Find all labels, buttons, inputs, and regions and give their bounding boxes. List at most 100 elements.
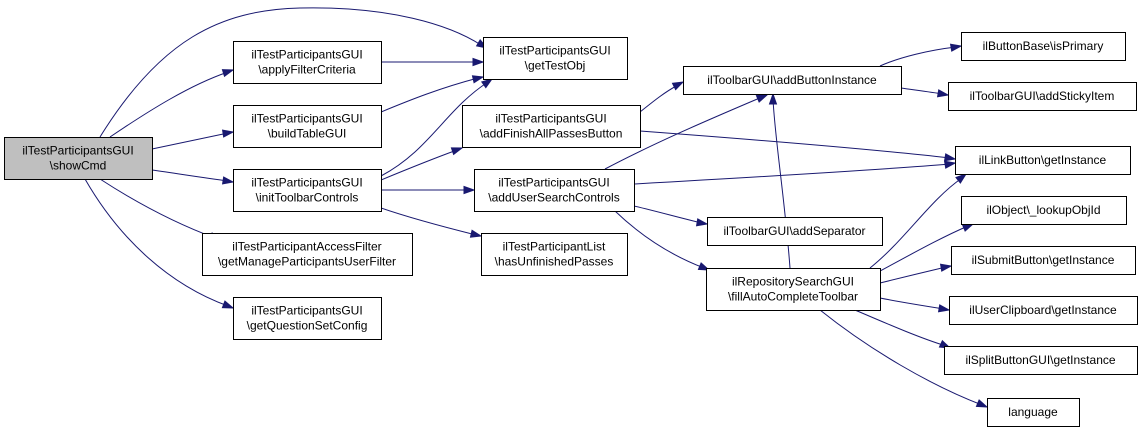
arrowhead [936,89,950,98]
node-label: ilLinkButton\getInstance [979,153,1107,167]
node-fillAutoCompleteToolbar[interactable]: ilRepositorySearchGUI\fillAutoCompleteTo… [706,268,881,311]
edge-addFinishAllPassesButton-to-addButtonInstance [639,81,685,113]
node-box [987,398,1080,427]
edge-line [99,178,216,239]
arrowhead [768,92,778,105]
node-label: ilTestParticipantsGUI [251,112,362,126]
node-buildTableGUI[interactable]: ilTestParticipantsGUI\buildTableGUI [233,105,382,148]
arrowhead [939,263,953,272]
edge-line [84,178,229,307]
edge-line [604,96,763,170]
node-showCmd[interactable]: ilTestParticipantsGUI\showCmd [4,137,153,180]
arrowhead [975,399,989,408]
node-box [683,66,902,95]
edge-line [900,87,944,95]
edge-line [879,297,945,310]
arrowhead [949,43,963,52]
node-getTestObj[interactable]: ilTestParticipantsGUI\getTestObj [483,37,628,80]
node-label: ilSplitButtonGUI\getInstance [965,353,1115,367]
arrowhead [469,229,483,238]
edge-addButtonInstance-to-isPrimary [879,43,963,67]
node-box [233,297,382,340]
node-label: \showCmd [50,159,107,173]
arrowhead [471,75,485,84]
node-label: \buildTableGUI [268,127,347,141]
node-label: \getQuestionSetConfig [247,319,368,333]
node-linkButtonGetInstance[interactable]: ilLinkButton\getInstance [955,146,1131,175]
node-addFinishAllPassesButton[interactable]: ilTestParticipantsGUI\addFinishAllPasses… [462,105,641,148]
edge-line [99,7,482,138]
edge-showCmd-to-buildTableGUI [151,129,235,150]
node-hasUnfinishedPasses[interactable]: ilTestParticipantList\hasUnfinishedPasse… [481,233,628,276]
node-label: ilTestParticipantAccessFilter [232,240,381,254]
node-addButtonInstance[interactable]: ilToolbarGUI\addButtonInstance [683,66,902,95]
node-label: ilTestParticipantsGUI [251,304,362,318]
node-splitButtonGetInstance[interactable]: ilSplitButtonGUI\getInstance [944,346,1138,375]
node-label: ilToolbarGUI\addStickyItem [970,89,1115,103]
node-label: ilRepositorySearchGUI [732,275,854,289]
node-label: ilTestParticipantsGUI [251,48,362,62]
node-label: ilToolbarGUI\addSeparator [723,224,865,238]
edge-line [380,149,458,181]
node-userClipboardGetInstance[interactable]: ilUserClipboard\getInstance [949,296,1138,325]
arrowhead [221,129,235,138]
node-submitButtonGetInstance[interactable]: ilSubmitButton\getInstance [951,246,1136,275]
node-getManageParticipantsUserFilter[interactable]: ilTestParticipantAccessFilter\getManageP… [202,233,413,276]
node-label: \applyFilterCriteria [258,63,356,77]
arrowhead [943,160,957,169]
node-label: ilTestParticipantsGUI [22,144,133,158]
edge-line [380,81,489,177]
edge-line [109,71,229,138]
edge-line [819,309,983,406]
node-label: \initToolbarControls [256,191,359,205]
node-box [233,169,382,212]
node-applyFilterCriteria[interactable]: ilTestParticipantsGUI\applyFilterCriteri… [233,41,382,84]
node-box [233,41,382,84]
edge-line [879,46,957,67]
node-label: language [1008,405,1058,419]
node-box [202,233,413,276]
edge-line [380,207,477,236]
node-lookupObjId[interactable]: ilObject\_lookupObjId [961,196,1127,225]
edge-addUserSearchControls-to-addSeparator [633,205,709,227]
node-label: ilTestParticipantsGUI [498,176,609,190]
edges-layer [84,7,989,408]
node-addStickyItem[interactable]: ilToolbarGUI\addStickyItem [948,82,1137,111]
edge-showCmd-to-getQuestionSetConfig [84,178,235,309]
edge-line [151,169,229,182]
edge-line [639,84,679,113]
node-box [481,233,628,276]
node-box [949,296,1138,325]
node-addUserSearchControls[interactable]: ilTestParticipantsGUI\addUserSearchContr… [474,169,635,212]
edge-line [879,266,947,284]
node-label: ilTestParticipantsGUI [495,112,606,126]
node-language[interactable]: language [987,398,1080,427]
edge-line [869,177,963,269]
node-label: ilTestParticipantsGUI [251,176,362,190]
node-isPrimary[interactable]: ilButtonBase\isPrimary [961,32,1126,61]
node-label: ilTestParticipantList [503,240,606,254]
edge-initToolbarControls-to-getTestObj [380,78,494,177]
node-label: \getTestObj [525,59,586,73]
edge-line [614,210,705,269]
node-box [955,146,1131,175]
node-box [944,346,1138,375]
edge-applyFilterCriteria-to-getTestObj [381,57,485,67]
arrowhead [695,218,709,227]
edge-line [151,132,229,150]
arrowhead [221,69,235,78]
arrowhead [463,185,476,195]
node-addSeparator[interactable]: ilToolbarGUI\addSeparator [707,217,883,246]
edge-initToolbarControls-to-addUserSearchControls [381,185,476,195]
arrowhead [221,300,235,309]
edge-line [854,309,947,347]
node-initToolbarControls[interactable]: ilTestParticipantsGUI\initToolbarControl… [233,169,382,212]
arrowhead [943,153,957,162]
node-box [948,82,1137,111]
node-getQuestionSetConfig[interactable]: ilTestParticipantsGUI\getQuestionSetConf… [233,297,382,340]
node-box [951,246,1136,275]
node-label: \hasUnfinishedPasses [495,255,614,269]
edge-showCmd-to-initToolbarControls [151,169,235,185]
node-box [233,105,382,148]
node-label: ilTestParticipantsGUI [499,44,610,58]
